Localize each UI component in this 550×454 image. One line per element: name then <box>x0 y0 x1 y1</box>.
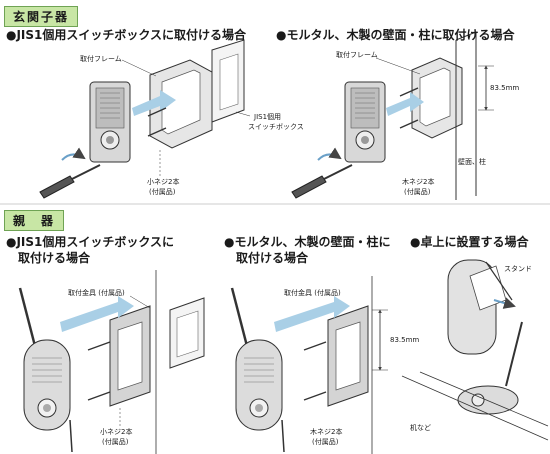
label-wood-screw-1b: (付属品) <box>404 188 431 196</box>
master-switch-illustration <box>18 270 205 454</box>
label-frame-1: 取付フレーム <box>80 55 122 63</box>
entrance-switch-illustration <box>39 39 251 199</box>
label-jis-box-2: スイッチボックス <box>248 123 304 131</box>
label-small-screw-1b: (付属品) <box>149 188 176 196</box>
label-wood-screw-1a: 木ネジ2本 <box>402 178 435 186</box>
label-stand: スタンド <box>504 265 532 273</box>
label-bracket-1: 取付金具 (付属品) <box>68 289 125 297</box>
label-small-screw-1a: 小ネジ2本 <box>147 178 180 186</box>
label-small-screw-2b: (付属品) <box>102 438 129 446</box>
master-desk-illustration <box>401 259 549 441</box>
master-wall-illustration <box>230 276 388 454</box>
heading-master-wall-1: ●モルタル、木製の壁面・柱に <box>224 235 391 249</box>
label-dimension-1: 83.5mm <box>490 84 520 92</box>
label-wood-screw-2a: 木ネジ2本 <box>310 428 343 436</box>
heading-entrance-switch: ●JIS1個用スイッチボックスに取付ける場合 <box>6 28 247 42</box>
label-frame-2: 取付フレーム <box>336 51 378 59</box>
heading-master-switch-2: 取付ける場合 <box>18 251 91 265</box>
label-small-screw-2a: 小ネジ2本 <box>100 428 133 436</box>
label-dimension-2: 83.5mm <box>390 336 420 344</box>
section-tag-entrance: 玄関子器 <box>4 6 79 27</box>
label-wood-screw-2b: (付属品) <box>312 438 339 446</box>
entrance-wall-illustration <box>291 31 494 200</box>
section-tag-master: 親 器 <box>4 210 65 231</box>
heading-entrance-wall: ●モルタル、木製の壁面・柱に取付ける場合 <box>276 28 515 42</box>
heading-master-wall-2: 取付ける場合 <box>236 251 309 265</box>
label-bracket-2: 取付金具 (付属品) <box>284 289 341 297</box>
label-jis-box-1: JIS1個用 <box>254 113 282 121</box>
label-desk: 机など <box>410 424 431 432</box>
heading-master-switch-1: ●JIS1個用スイッチボックスに <box>6 235 175 249</box>
heading-master-desk: ●卓上に設置する場合 <box>410 235 529 249</box>
label-wall-pillar: 壁面、柱 <box>458 158 486 166</box>
